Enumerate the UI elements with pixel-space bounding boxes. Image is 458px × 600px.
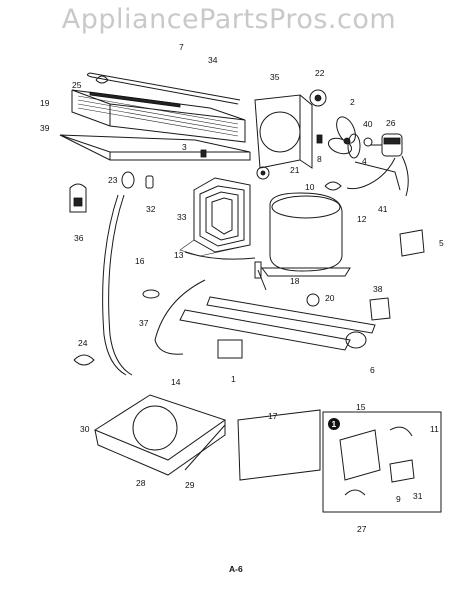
label-39: 39 — [40, 123, 50, 133]
inset-badge: 1 — [332, 419, 337, 429]
bracket-part-1 — [217, 339, 243, 359]
label-4: 4 — [362, 156, 367, 166]
drain-rod-29 — [184, 424, 226, 471]
label-38: 38 — [373, 284, 383, 294]
base-rail-front — [179, 309, 351, 351]
label-19: 19 — [40, 98, 50, 108]
label-17: 17 — [268, 411, 278, 421]
label-3: 3 — [182, 142, 187, 152]
bracket-part-4 — [354, 161, 401, 191]
label-22: 22 — [315, 68, 325, 78]
label-33: 33 — [177, 212, 187, 222]
page-label: A-6 — [229, 564, 243, 574]
label-5: 5 — [439, 238, 444, 248]
label-26: 26 — [386, 118, 396, 128]
grommet-part-21 — [256, 166, 270, 180]
label-41: 41 — [378, 204, 388, 214]
label-28: 28 — [136, 478, 146, 488]
label-37: 37 — [139, 318, 149, 328]
label-16: 16 — [135, 256, 145, 266]
drier-18 — [254, 261, 267, 291]
clip-part-10 — [324, 181, 342, 191]
label-32: 32 — [146, 204, 156, 214]
label-12: 12 — [357, 214, 367, 224]
label-31: 31 — [413, 491, 423, 501]
label-25: 25 — [72, 80, 82, 90]
inset-box: 1 — [322, 411, 442, 513]
clamp-part-38 — [369, 297, 391, 321]
screw-part-3 — [200, 149, 207, 158]
fastener-part-8 — [316, 134, 323, 144]
fitting-part-23 — [121, 171, 135, 189]
label-27: 27 — [357, 524, 367, 534]
label-30: 30 — [80, 424, 90, 434]
label-11: 11 — [430, 424, 439, 434]
label-1: 1 — [231, 374, 236, 384]
label-24: 24 — [78, 338, 88, 348]
compressor-12 — [261, 192, 351, 277]
wire-harness-41 — [346, 155, 409, 197]
label-23: 23 — [108, 175, 118, 185]
label-7: 7 — [179, 42, 184, 52]
fan-motor-26 — [370, 133, 403, 157]
rod-part-7 — [86, 72, 241, 105]
relay-part-5 — [399, 229, 425, 257]
grommet-part-22 — [309, 89, 327, 107]
defrost-timer-36 — [69, 183, 87, 213]
tubing-part-13 — [184, 251, 256, 260]
drip-plate-39 — [59, 134, 251, 161]
clamp-part-37 — [142, 289, 160, 299]
label-13: 13 — [174, 250, 184, 260]
condenser-33 — [179, 177, 251, 257]
watermark: AppliancePartsPros.com — [61, 4, 397, 35]
drain-tube-16 — [102, 194, 133, 376]
harness-part-14 — [154, 279, 206, 355]
label-2: 2 — [350, 97, 355, 107]
label-29: 29 — [185, 480, 195, 490]
clip-part-25 — [95, 75, 109, 84]
label-20: 20 — [325, 293, 335, 303]
inset-badge-circle — [328, 418, 340, 430]
label-10: 10 — [305, 182, 315, 192]
drain-pan-28 — [93, 394, 227, 476]
nut-part-40 — [363, 137, 373, 147]
label-6: 6 — [370, 365, 375, 375]
label-35: 35 — [270, 72, 280, 82]
label-21: 21 — [290, 165, 300, 175]
label-15: 15 — [356, 402, 366, 412]
fitting-part-32 — [145, 175, 154, 189]
fan-blade-2 — [327, 116, 361, 159]
label-40: 40 — [363, 119, 373, 129]
clamp-part-6 — [345, 331, 367, 349]
drain-trap-24 — [73, 354, 95, 366]
label-14: 14 — [171, 377, 181, 387]
label-18: 18 — [290, 276, 300, 286]
base-rail-rear — [206, 296, 376, 334]
panel-part-17 — [237, 409, 321, 481]
label-8: 8 — [317, 154, 322, 164]
label-34: 34 — [208, 55, 218, 65]
fan-shroud-35 — [254, 94, 313, 169]
label-9: 9 — [396, 494, 401, 504]
evaporator-coil-19 — [71, 89, 246, 143]
grommet-part-20 — [306, 293, 320, 307]
label-36: 36 — [74, 233, 84, 243]
